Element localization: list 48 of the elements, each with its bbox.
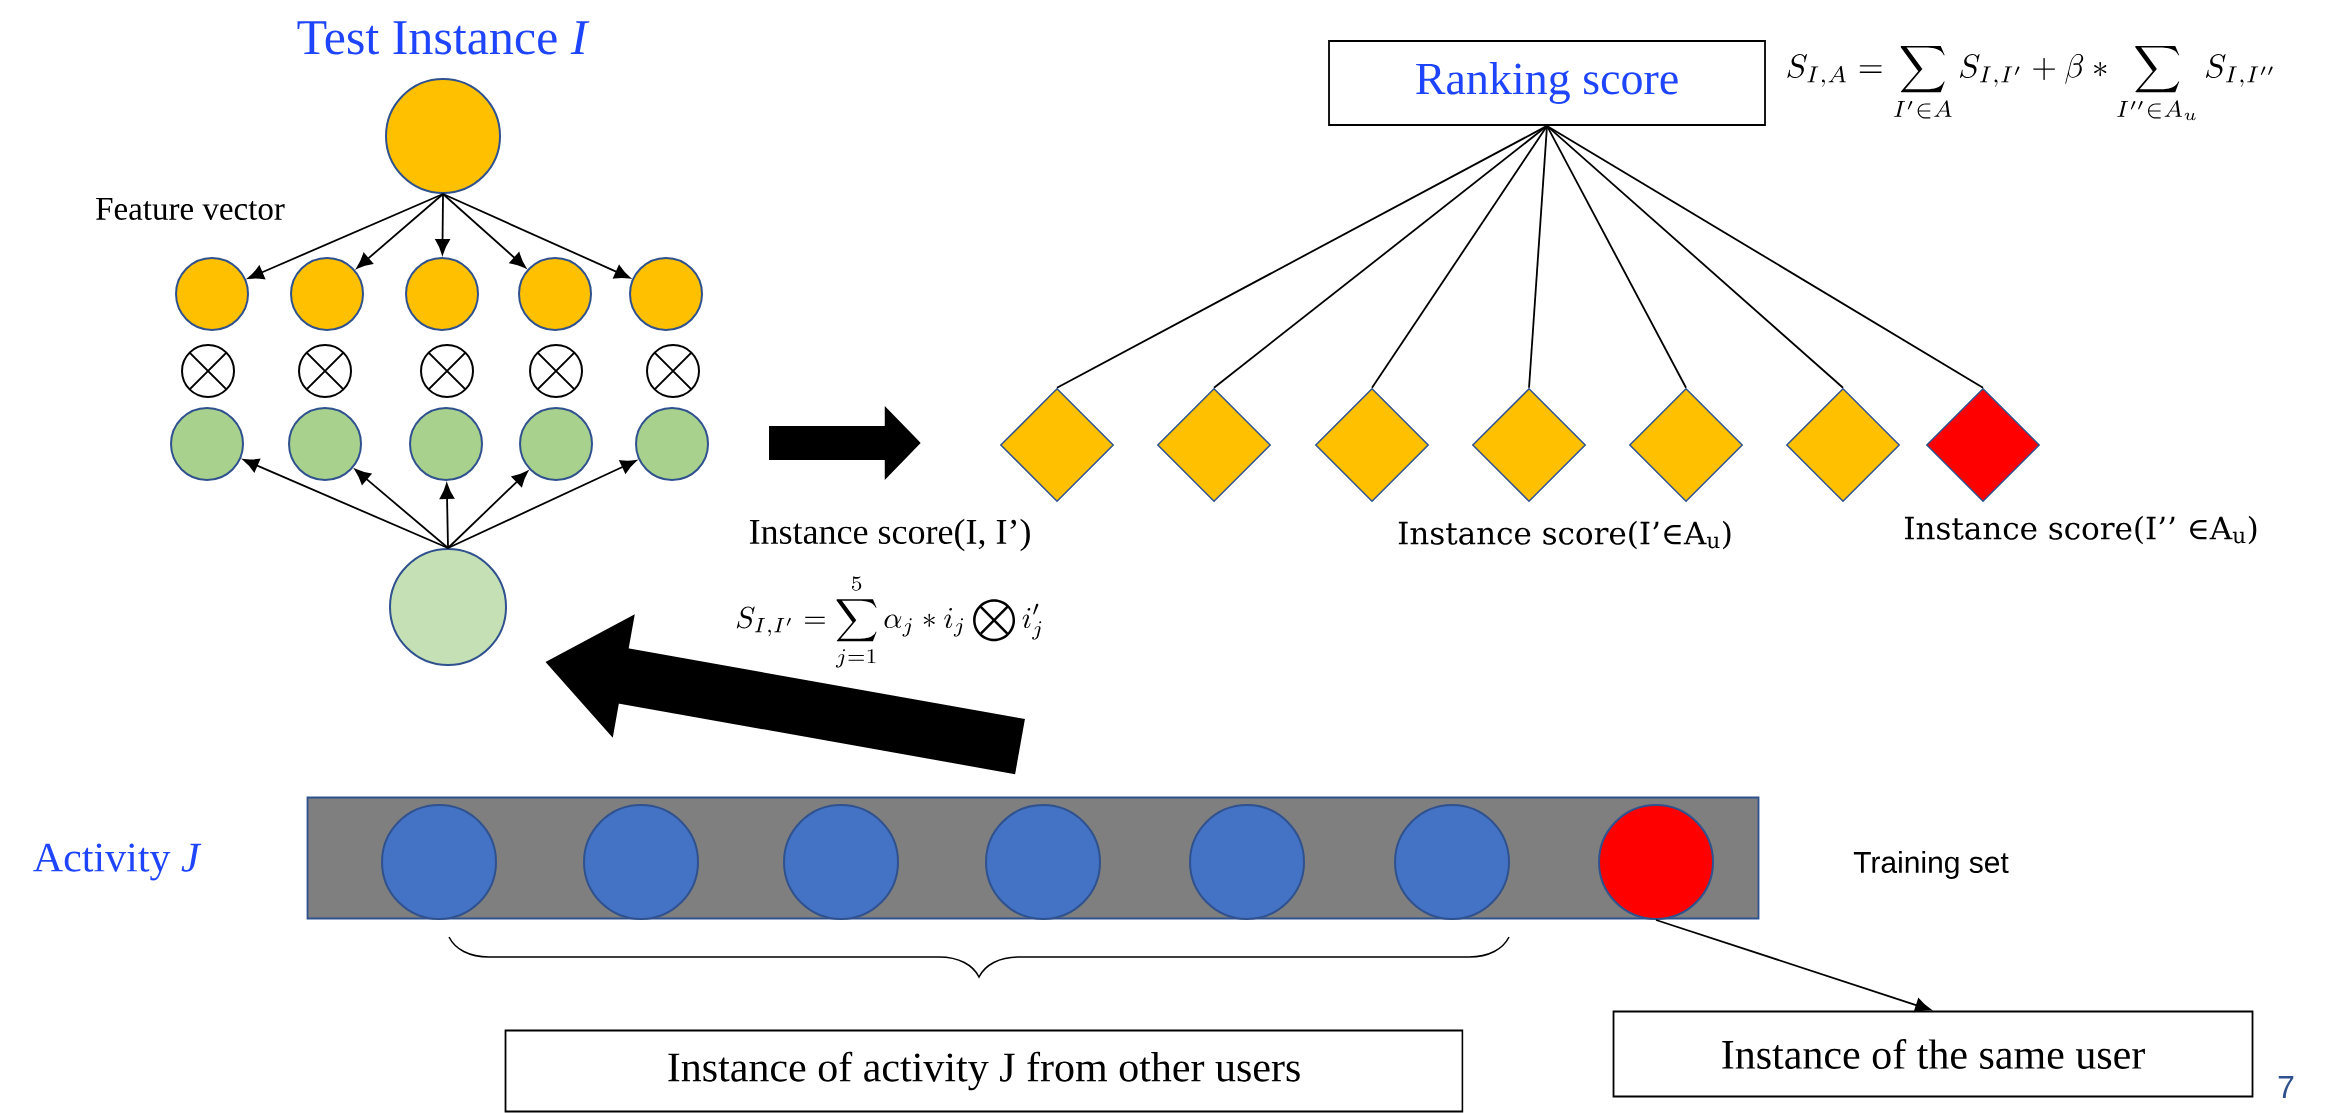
circle-node — [381, 804, 497, 920]
formula: $S_{I,A} = \sum_{I' \in A} S_{I,I'} + \beta * \sum_{I'' \in A_u} S_{I,I''}$ — [1787, 45, 2273, 121]
arrow — [354, 469, 449, 549]
circle-node — [1598, 804, 1714, 920]
connector-line — [1546, 125, 1844, 389]
text-box: Ranking score — [1328, 40, 1766, 126]
score-label: Instance score(I’∈A$_{u}$) — [1398, 520, 1731, 550]
set-label: Training set — [1853, 851, 2009, 879]
connector-line — [1056, 125, 1548, 389]
arrow — [442, 193, 631, 279]
circle-node — [1189, 804, 1305, 920]
circle-node — [409, 407, 483, 481]
circle-node — [518, 257, 592, 331]
circle-node — [635, 407, 709, 481]
score-label: Instance score(I, I’) — [749, 518, 1030, 552]
arrow — [439, 483, 455, 549]
arrow — [442, 193, 526, 269]
arrow — [435, 193, 450, 255]
connector-line — [1528, 125, 1548, 389]
circle-node — [389, 548, 507, 666]
arrow — [356, 193, 444, 269]
connector-line — [1546, 125, 1984, 389]
arrow — [447, 460, 637, 549]
connector-line — [1213, 125, 1548, 389]
text-box: Instance of the same user — [1612, 1010, 2254, 1098]
feature-label: Feature vector — [96, 198, 285, 220]
text-box: Instance of activity J from other users — [504, 1029, 1464, 1113]
connector-line — [1371, 125, 1548, 389]
circle-node — [583, 804, 699, 920]
circle-node — [175, 257, 249, 331]
score-label: Instance score(I’’ ∈A$_{u}$) — [1905, 515, 2257, 545]
circle-node — [405, 257, 479, 331]
circle-node — [783, 804, 899, 920]
arrow — [243, 458, 449, 549]
circle-node — [288, 407, 362, 481]
circle-node — [290, 257, 364, 331]
heading: Test Instance I — [297, 21, 590, 55]
row-label: Activity J — [33, 843, 202, 881]
arrow — [247, 193, 444, 280]
circle-node — [1394, 804, 1510, 920]
circle-node — [629, 257, 703, 331]
circle-node — [170, 407, 244, 481]
formula: $S_{I,I'} = \sum_{j=1}^{5} \alpha_j * i_j \bigotimes i'_j$ — [736, 576, 1042, 668]
connector-line — [1546, 125, 1687, 389]
arrow — [447, 470, 528, 549]
arrow — [1655, 919, 1931, 1013]
circle-node — [519, 407, 593, 481]
circle-node — [985, 804, 1101, 920]
